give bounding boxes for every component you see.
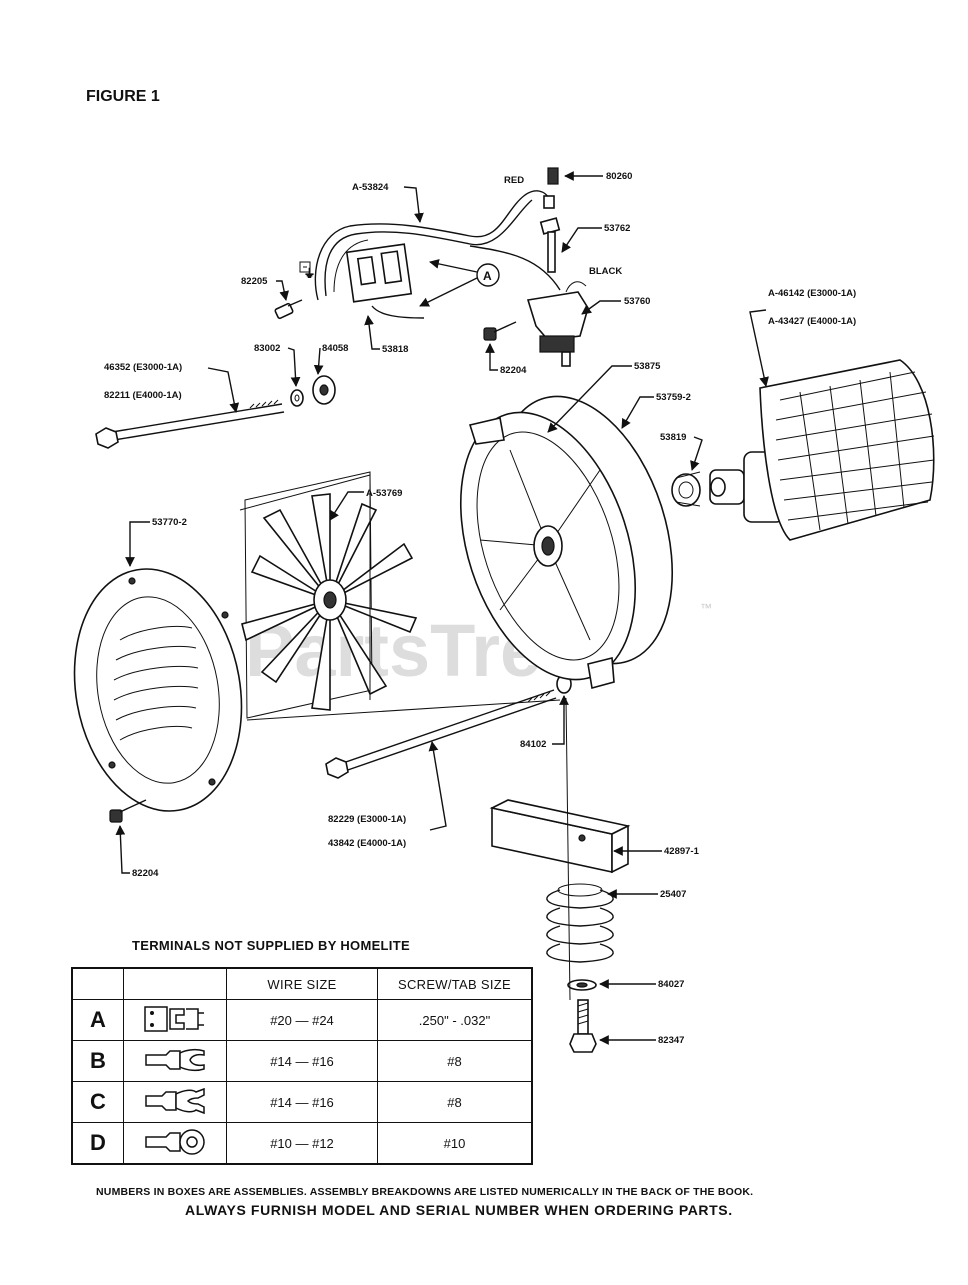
wire-size-cell: #14 — #16 [226, 1040, 378, 1082]
label-43842: 43842 (E4000-1A) [328, 838, 406, 849]
label-82204-bottom: 82204 [132, 868, 159, 879]
washer-84058 [312, 375, 336, 405]
header-screw-tab-size: SCREW/TAB SIZE [377, 967, 533, 1000]
screw-tab-size-cell: #10 [377, 1122, 533, 1165]
wire-terminal-80260 [543, 167, 559, 209]
table-row: A #20 — #24 .250" - .032" [71, 999, 533, 1041]
screw-82204-top [483, 321, 517, 341]
label-84058: 84058 [322, 343, 348, 354]
label-82204-top: 82204 [500, 365, 527, 376]
blade-tab-terminal-icon [144, 1005, 204, 1032]
terminal-letter: C [71, 1081, 124, 1123]
through-bolt-46352 [95, 399, 285, 449]
label-53875: 53875 [634, 361, 661, 372]
label-82205: 82205 [241, 276, 268, 287]
terminal-letter: A [71, 999, 124, 1041]
label-84027: 84027 [658, 979, 684, 990]
washer-84027 [567, 979, 597, 991]
label-53759-2: 53759-2 [656, 392, 691, 403]
label-a46142: A-46142 (E3000-1A) [768, 288, 856, 299]
table-row: B #14 — #16 #8 [71, 1040, 533, 1082]
label-83002: 83002 [254, 343, 280, 354]
wire-size-cell: #14 — #16 [226, 1081, 378, 1123]
label-a43427: A-43427 (E4000-1A) [768, 316, 856, 327]
assemblies-note: NUMBERS IN BOXES ARE ASSEMBLIES. ASSEMBL… [96, 1186, 754, 1198]
ground-symbol: ⏚ [304, 267, 315, 280]
terminal-table: WIRE SIZE SCREW/TAB SIZE A #20 — #24 .25… [71, 967, 533, 1165]
rotor-assembly-a46142 [709, 359, 935, 541]
wire-size-cell: #10 — #12 [226, 1122, 378, 1165]
spring-25407 [546, 883, 614, 963]
switch-53760 [526, 281, 589, 367]
label-42897-1: 42897-1 [664, 846, 700, 857]
label-53819: 53819 [660, 432, 686, 443]
label-53818: 53818 [382, 344, 408, 355]
fan-blade-a53769 [241, 471, 418, 719]
table-row: C #14 — #16 #8 [71, 1081, 533, 1123]
header-wire-size: WIRE SIZE [226, 967, 378, 1000]
label-a53769: A-53769 [366, 488, 402, 499]
bearing-53819 [671, 471, 701, 507]
figure-title: FIGURE 1 [86, 88, 160, 105]
label-84102: 84102 [520, 739, 546, 750]
ring-terminal-icon [145, 1128, 205, 1155]
wiring-harness-assembly [299, 190, 561, 319]
label-ref-a: A [483, 269, 492, 283]
table-row: D #10 — #12 #10 [71, 1122, 533, 1165]
label-82347: 82347 [658, 1035, 684, 1046]
spade-fork-terminal-icon [145, 1048, 205, 1071]
screw-82204-bottom [109, 799, 147, 823]
label-46352: 46352 (E3000-1A) [104, 362, 182, 373]
label-53762: 53762 [604, 223, 630, 234]
label-82211: 82211 (E4000-1A) [104, 390, 182, 401]
label-82229: 82229 (E3000-1A) [328, 814, 406, 825]
flanged-spade-terminal-icon [145, 1087, 205, 1114]
label-53760: 53760 [624, 296, 650, 307]
label-a53824: A-53824 [352, 182, 389, 193]
watermark-trademark: ™ [700, 601, 712, 615]
screw-82205 [274, 299, 303, 320]
ref-a-circle [476, 263, 500, 287]
label-black: BLACK [589, 266, 622, 277]
label-25407: 25407 [660, 889, 686, 900]
ordering-note: ALWAYS FURNISH MODEL AND SERIAL NUMBER W… [185, 1202, 733, 1218]
label-80260: 80260 [606, 171, 632, 182]
washer-83002 [290, 389, 304, 407]
through-bolt-82229 [325, 689, 557, 779]
header-blank-letter [71, 967, 124, 1000]
terminal-pin-53762 [539, 217, 561, 273]
end-cover-53770-2 [73, 568, 243, 812]
terminal-table-header: WIRE SIZE SCREW/TAB SIZE [71, 967, 533, 1000]
terminal-table-title: TERMINALS NOT SUPPLIED BY HOMELITE [132, 938, 410, 953]
header-blank-symbol [123, 967, 227, 1000]
terminal-letter: B [71, 1040, 124, 1082]
screw-tab-size-cell: #8 [377, 1040, 533, 1082]
screw-tab-size-cell: #8 [377, 1081, 533, 1123]
label-red: RED [504, 175, 524, 186]
wire-size-cell: #20 — #24 [226, 999, 378, 1041]
bolt-82347 [569, 999, 597, 1053]
generator-housing-53759-2 [459, 395, 674, 690]
terminal-letter: D [71, 1122, 124, 1165]
label-53770-2: 53770-2 [152, 517, 187, 528]
mounting-rail-42897-1 [489, 799, 631, 874]
screw-tab-size-cell: .250" - .032" [377, 999, 533, 1041]
